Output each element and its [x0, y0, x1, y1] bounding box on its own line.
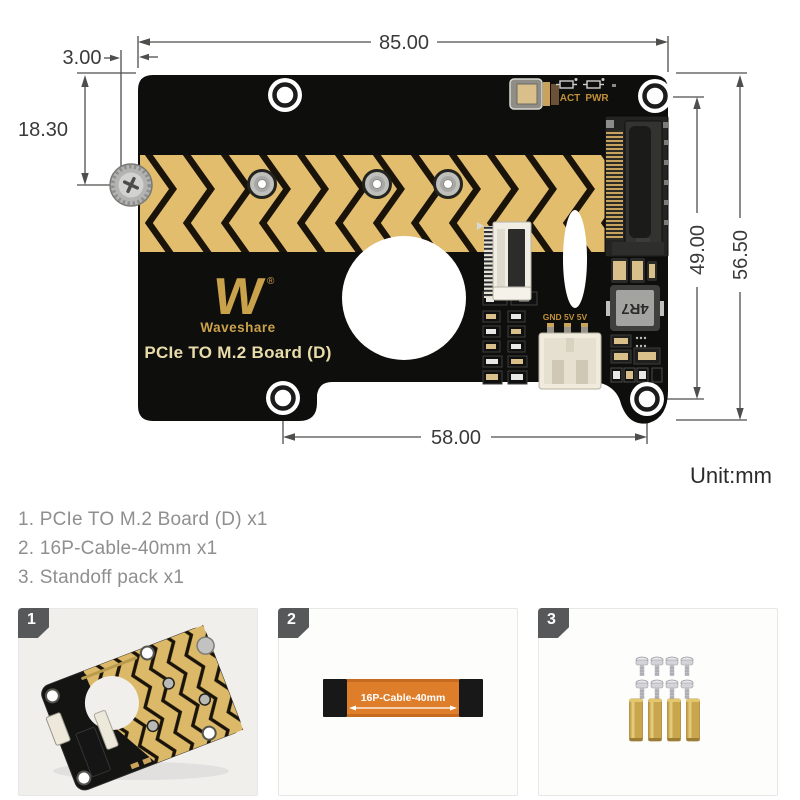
- dim-total-width: 85.00: [137, 32, 669, 72]
- product-card-cable: 16P-Cable-40mm 2: [278, 608, 518, 796]
- pcb-board: 4R7: [138, 75, 672, 424]
- screws-row-1: [635, 656, 694, 676]
- oval-slot-cutout: [563, 210, 587, 308]
- m2-standoff-rivet-2230: [433, 169, 463, 199]
- dim-label-56-50: 56.50: [730, 230, 752, 280]
- act-led-icon: [556, 78, 578, 89]
- dim-left-offset: 3.00: [63, 47, 158, 178]
- thumb-screw: [109, 163, 153, 207]
- product-card-standoffs: 3: [538, 608, 778, 796]
- dim-hole-spacing-vertical: 49.00: [666, 96, 709, 400]
- component-cluster-left: [482, 291, 538, 385]
- registered-mark: ®: [267, 276, 275, 287]
- act-led-label: ACT: [560, 93, 581, 104]
- card-number-2: 2: [287, 611, 296, 628]
- packing-list-item-1: 1. PCIe TO M.2 Board (D) x1: [18, 509, 268, 530]
- inductor-4r7: 4R7: [606, 285, 664, 331]
- power-connector: GND 5V 5V: [538, 312, 602, 390]
- m2-standoff-rivet-2242: [362, 169, 392, 199]
- unit-label: Unit:mm: [690, 463, 772, 488]
- dimension-drawing: 85.00 3.00 18.30: [18, 32, 772, 488]
- dim-label-58: 58.00: [431, 427, 481, 449]
- packing-list-item-2: 2. 16P-Cable-40mm x1: [18, 538, 218, 559]
- waveshare-logo: W ® Waveshare: [200, 268, 275, 335]
- dim-label-49: 49.00: [687, 225, 709, 275]
- dim-label-85: 85.00: [379, 32, 429, 54]
- capacitor-bank: [611, 258, 657, 283]
- status-leds: ACT PWR: [556, 78, 616, 104]
- dim-label-18-30: 18.30: [18, 119, 68, 141]
- card-number-3: 3: [547, 611, 556, 628]
- crystal-component: [509, 78, 559, 110]
- pwr-led-label: PWR: [585, 93, 609, 104]
- board-photo: [41, 625, 244, 791]
- packing-list: 1. PCIe TO M.2 Board (D) x1 2. 16P-Cable…: [18, 505, 518, 592]
- mounting-hole-top-center: [268, 78, 302, 112]
- screws-row-2: [635, 679, 694, 699]
- brass-standoffs: [629, 698, 700, 742]
- dim-screw-from-top: 18.30: [18, 72, 136, 186]
- m2-standoff-rivet-2260: [247, 169, 277, 199]
- dim-total-height: 56.50: [676, 72, 752, 421]
- card-number-1: 1: [27, 611, 36, 628]
- mounting-hole-bottom-right: [630, 382, 664, 416]
- board-title: PCIe TO M.2 Board (D): [144, 343, 331, 362]
- dim-label-3: 3.00: [63, 47, 102, 69]
- pwr-led-icon: [583, 78, 605, 89]
- power-header-label: GND 5V 5V: [543, 312, 588, 322]
- product-card-board: 1: [18, 608, 258, 796]
- packing-list-item-3: 3. Standoff pack x1: [18, 567, 185, 588]
- component-cluster-right: [610, 334, 663, 383]
- logo-mark: W: [210, 268, 268, 326]
- dim-hole-spacing-horizontal: 58.00: [282, 410, 648, 449]
- standoff-photo: [629, 656, 700, 742]
- center-cutout-hole: [342, 236, 466, 360]
- dimension-annotations: 85.00 3.00 18.30: [18, 32, 772, 488]
- mounting-hole-bottom-left: [266, 381, 300, 415]
- inductor-label: 4R7: [621, 300, 649, 317]
- mounting-hole-top-right: [638, 79, 672, 113]
- cable-label: 16P-Cable-40mm: [361, 692, 446, 704]
- m2-slot-connector: [604, 115, 669, 258]
- ffc-connector: [477, 221, 532, 301]
- brand-text: Waveshare: [200, 320, 275, 335]
- cable-photo: 16P-Cable-40mm: [323, 679, 483, 717]
